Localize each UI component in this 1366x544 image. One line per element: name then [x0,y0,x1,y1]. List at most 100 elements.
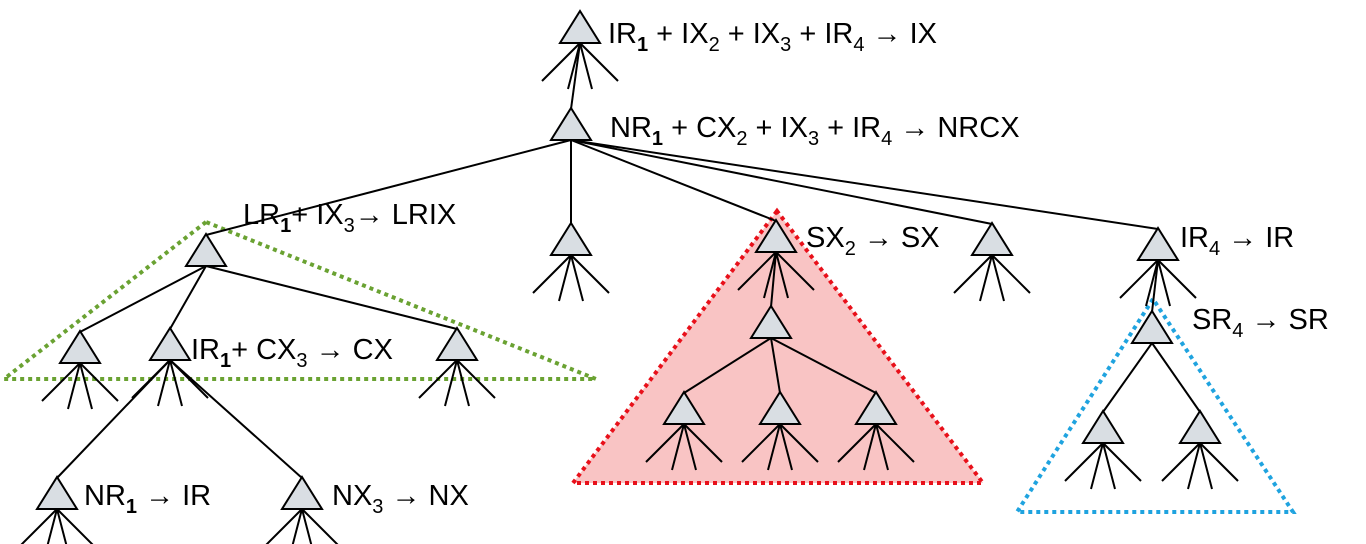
tree-edge [770,337,877,394]
branch-stub [953,254,993,294]
tree-edge [570,42,581,110]
branch-stub [741,423,781,463]
branch-stub [418,359,458,399]
branch-stub [671,423,685,471]
tree-edge [205,139,572,236]
label-sr-rule: SR4 → SR [1192,304,1329,342]
branch-stub [56,508,68,544]
branch-stub [1145,259,1159,307]
branch-stub [779,423,793,471]
branch-stub [1187,442,1201,490]
labels: IR1 + IX2 + IX3 + IR4 → IX NR1 + CX2 + I… [84,18,1329,518]
branch-stub [837,423,877,463]
tree-node-sxr [970,221,1014,256]
branch-stub [1102,442,1142,482]
branch-stub [567,42,581,90]
tree-node-sr [1130,309,1174,344]
tree-node-ir [1136,226,1180,261]
tree-node-s2 [1178,409,1222,444]
label-ir-rule: IR4 → IR [1180,222,1294,260]
branch-stub [169,359,209,399]
branch-stub [169,359,183,407]
branch-stub [456,359,470,407]
branch-stub [301,508,313,544]
tree-edge [570,139,777,222]
tree-node-l1 [662,390,706,425]
branch-stub [779,423,819,463]
branch-stub [1199,442,1213,490]
branch-stub [979,254,993,302]
branch-stub [20,508,58,544]
tree-edge [770,337,781,394]
tree-node-nx [280,475,324,510]
branch-stub [79,362,93,410]
branch-stub [532,254,572,294]
tree-edge [1151,259,1159,313]
branch-stub [991,254,1005,302]
label-nx-rule: NX3 → NX [332,480,469,518]
branch-stub [579,42,619,82]
tree-node-a [58,329,102,364]
nodes [35,9,1222,510]
branch-stub [41,362,81,402]
label-nrcx-rule: NR1 + CX2 + IX3 + IR4 → NRCX [610,112,1020,150]
branch-stub [875,423,915,463]
tree-node-lrix [184,232,228,267]
branch-stub [579,42,593,90]
branch-stub [1157,259,1171,307]
branch-stub [157,359,171,407]
label-cx-rule: IR1+ CX3 → CX [191,334,393,372]
branch-stub [67,362,81,410]
tree-edge [169,359,303,479]
branch-stub [1064,442,1104,482]
tree-node-mid [549,221,593,256]
branch-stub [1157,259,1197,299]
tree-node-l3 [854,390,898,425]
branch-stub [1102,442,1116,490]
branch-stub [1199,442,1239,482]
branch-stub [683,423,723,463]
tree-edge [770,251,777,308]
branch-stub [570,254,584,302]
branch-stub [737,251,777,291]
tree-node-root [558,9,602,44]
branch-stub [1090,442,1104,490]
label-sx-rule: SX2 → SX [806,222,940,260]
label-nr-rule: NR1 → IR [84,480,211,518]
tree-edge [205,265,458,330]
branch-stub [570,254,610,294]
branch-stub [767,423,781,471]
branch-stub [131,359,171,399]
blue-subtree-region [1013,295,1297,514]
branch-stub [1119,259,1159,299]
branch-stub [763,251,777,299]
label-lrix-rule: LR1+ IX3→ LRIX [243,199,456,237]
branch-stub [863,423,877,471]
branch-stub [991,254,1031,294]
tree-edge [1102,342,1153,413]
tree-node-nrcx [549,106,593,141]
tree-node-sx [754,218,798,253]
tree-edge [1151,342,1201,413]
branch-stub [456,359,496,399]
branch-stub [645,423,685,463]
branch-stub [541,42,581,82]
branch-stub [875,423,889,471]
branch-stub [683,423,697,471]
label-root-rule: IR1 + IX2 + IX3 + IR4 → IX [608,18,937,56]
branch-stub [1161,442,1201,482]
branch-stub [775,251,789,299]
branch-stub [46,508,58,544]
tree-node-s1 [1081,409,1125,444]
branch-stub [301,508,339,544]
branch-stub [775,251,815,291]
branch-stub [558,254,572,302]
tree-edge [570,139,993,225]
tree-edge [79,265,207,333]
tree-edge [169,265,207,330]
branch-stub [265,508,303,544]
edges [20,42,1239,544]
branch-stub [56,508,94,544]
tree-node-l2 [758,390,802,425]
